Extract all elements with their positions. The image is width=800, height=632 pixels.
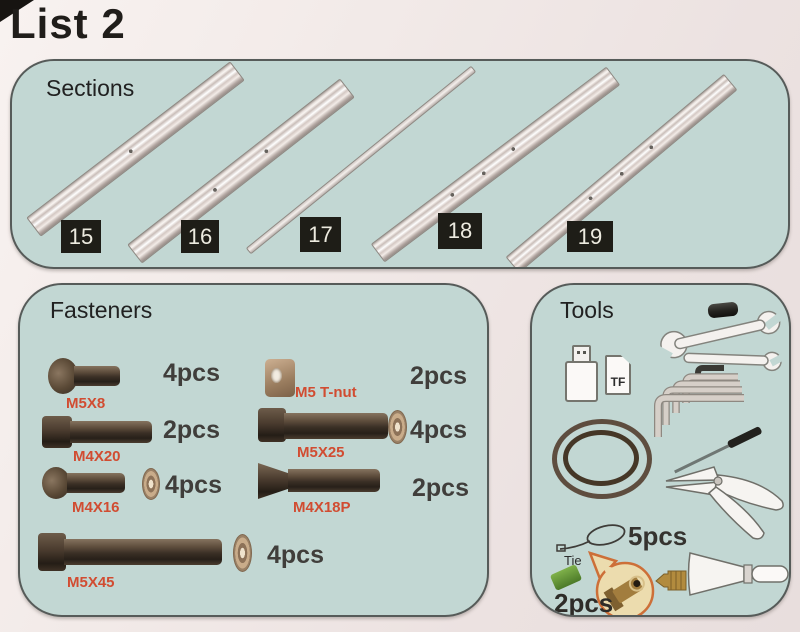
sections-panel: Sections 15 16 17 18 19	[10, 59, 790, 269]
screw-m5x45-shank	[64, 539, 222, 565]
fastener-label: M4X16	[72, 499, 120, 516]
nozzle-qty: 2pcs	[554, 588, 614, 617]
fastener-qty: 4pcs	[267, 541, 324, 569]
screw-m5x45-icon	[38, 533, 66, 571]
open-end-wrench-large-icon	[653, 310, 785, 362]
zip-tie-icon	[556, 524, 626, 552]
washer-icon	[233, 534, 252, 572]
screw-m5x8-icon	[48, 358, 78, 394]
fastener-qty: 4pcs	[165, 471, 222, 499]
washer-icon	[142, 468, 160, 500]
fastener-label: M4X20	[73, 448, 121, 465]
tie-qty: 5pcs	[628, 521, 688, 551]
fasteners-panel: Fasteners M5X8 4pcs M4X20 2pcs M4X16 4pc…	[18, 283, 489, 617]
screw-m4x16-shank	[67, 473, 125, 493]
nozzle-icon	[655, 570, 687, 591]
t-nut-icon	[265, 359, 295, 397]
fasteners-heading: Fasteners	[50, 297, 153, 323]
tools-panel: Tools TF	[530, 283, 791, 617]
fastener-label: M5X45	[67, 574, 115, 591]
screw-m4x18p-icon	[258, 463, 290, 499]
screw-m4x18p-shank	[288, 469, 380, 492]
screw-m4x16-icon	[42, 467, 70, 499]
fastener-label: M5X8	[66, 395, 106, 412]
screw-m5x25-icon	[258, 408, 286, 442]
fastener-label: M5X25	[297, 444, 345, 461]
open-end-wrench-small-icon	[683, 351, 787, 372]
section-number-16: 16	[181, 220, 219, 253]
fastener-qty: 2pcs	[410, 362, 467, 390]
page-title: List 2	[10, 0, 126, 47]
section-number-18: 18	[438, 213, 482, 249]
section-number-17: 17	[300, 217, 341, 252]
fastener-qty: 4pcs	[163, 359, 220, 387]
usb-pin	[583, 351, 586, 354]
screw-m4x20-shank	[70, 421, 152, 443]
tools-heading: Tools	[560, 297, 614, 323]
wire-coil-icon	[552, 419, 652, 499]
needle-handle	[726, 425, 763, 449]
usb-pin	[577, 351, 580, 354]
sections-heading: Sections	[46, 75, 135, 101]
usb-drive-body	[565, 361, 598, 402]
filament-clip-icon	[549, 564, 583, 591]
fastener-label: M4X18P	[293, 499, 351, 516]
fastener-qty: 2pcs	[163, 416, 220, 444]
screw-m5x8-shank	[74, 366, 120, 386]
flush-cutter-icon	[665, 466, 784, 540]
fastener-qty: 2pcs	[412, 474, 469, 502]
tf-card-icon: TF	[605, 355, 631, 395]
washer-icon	[388, 410, 407, 444]
tie-label: Tie	[564, 553, 582, 568]
hex-key-set-icon	[654, 365, 744, 437]
section-number-15: 15	[61, 220, 101, 253]
wire-coil-inner	[563, 430, 639, 486]
section-number-19: 19	[567, 221, 613, 252]
magnified-nozzle-icon	[587, 551, 655, 615]
fastener-label: M5 T-nut	[295, 384, 357, 401]
fastener-qty: 4pcs	[410, 416, 467, 444]
scraper-icon	[687, 552, 789, 596]
t-nut-hole	[271, 368, 282, 383]
screw-m4x20-icon	[42, 416, 72, 448]
section-bar-19	[505, 73, 738, 267]
screw-m5x25-shank	[284, 413, 388, 439]
